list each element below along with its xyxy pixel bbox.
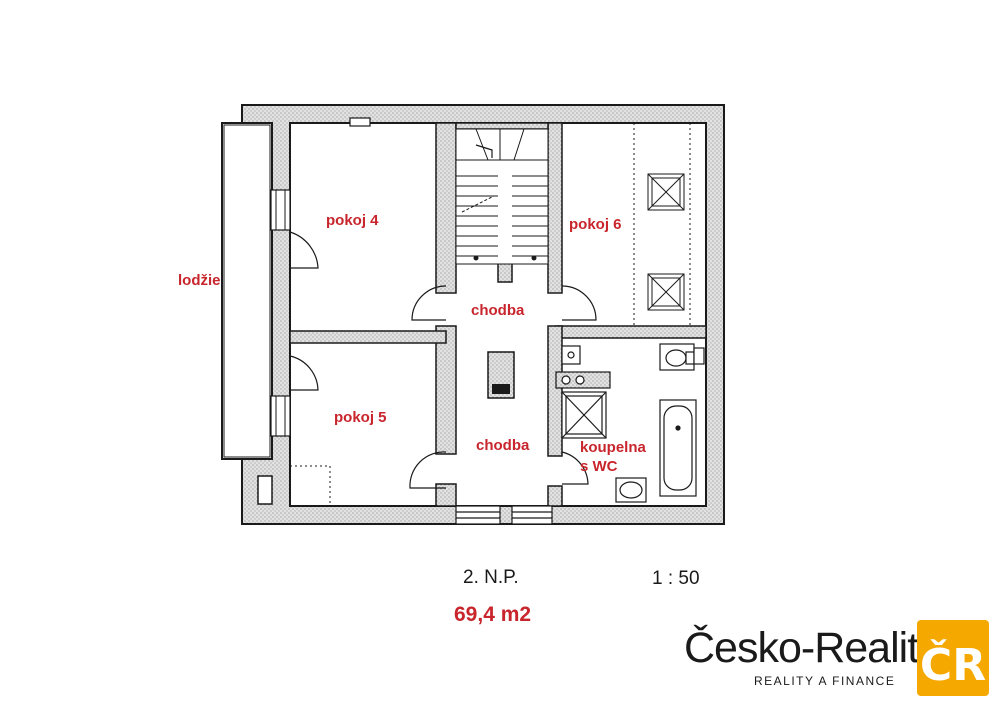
room-label-koupelna-wc: s WC (580, 458, 618, 475)
room-label-pokoj-4: pokoj 4 (326, 212, 379, 229)
logo-tagline: REALITY A FINANCE (754, 674, 896, 688)
room-label-chodba-upper: chodba (471, 302, 525, 319)
bathroom-fixtures (555, 343, 705, 503)
logo-name: Česko-Reality (684, 624, 940, 672)
room-label-chodba-lower: chodba (476, 437, 530, 454)
bottom-windows (455, 505, 553, 525)
room-label-pokoj-5: pokoj 5 (334, 409, 387, 426)
company-logo: Česko-Reality REALITY A FINANCE ČR (684, 620, 990, 700)
floor-label: 2. N.P. (463, 567, 519, 588)
vent-opening (349, 117, 371, 127)
staircase (455, 128, 549, 265)
room-label-lodzie: lodžie (178, 272, 221, 289)
scale-label: 1 : 50 (652, 568, 700, 589)
pokoj5-skylight (289, 465, 331, 507)
logo-badge-text: ČR (920, 638, 986, 691)
logo-badge-icon: ČR (917, 620, 989, 696)
room-label-koupelna: koupelna (580, 439, 646, 456)
chimney (487, 351, 515, 399)
loggia (221, 122, 273, 505)
skylights (633, 123, 691, 326)
door-swings (409, 285, 597, 489)
area-label: 69,4 m2 (454, 603, 532, 626)
loggia-doors (270, 189, 319, 437)
room-label-pokoj-6: pokoj 6 (569, 216, 622, 233)
